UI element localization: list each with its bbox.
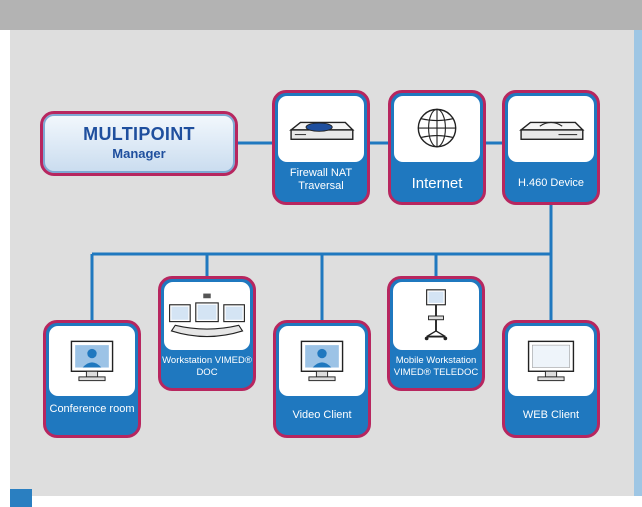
- right-accent-bar: [634, 30, 642, 496]
- node-firewall: Firewall NAT Traversal: [272, 90, 370, 205]
- node-mobile-workstation: Mobile Workstation VIMED® TELEDOC: [387, 276, 485, 391]
- node-internet: Internet: [388, 90, 486, 205]
- monitor-user-icon: [70, 340, 114, 382]
- globe-icon: [417, 108, 457, 148]
- node-conference-room: Conference room: [43, 320, 141, 438]
- node-workstation-label: Workstation VIMED® DOC: [162, 355, 252, 378]
- node-h460-label: H.460 Device: [517, 177, 585, 189]
- node-h460-device: H.460 Device: [502, 90, 600, 205]
- router-icon: [289, 121, 355, 140]
- corner-marker: [10, 489, 32, 507]
- manager-title: MULTIPOINT: [83, 124, 195, 144]
- node-conference-label: Conference room: [49, 403, 135, 415]
- node-web-client: WEB Client: [502, 320, 600, 438]
- node-workstation: Workstation VIMED® DOC: [158, 276, 256, 391]
- device-icon: [519, 121, 585, 140]
- monitor-user-icon: [300, 340, 344, 382]
- node-firewall-label: Firewall NAT Traversal: [289, 167, 353, 192]
- mobile-cart-icon: [424, 289, 448, 341]
- top-bar: [0, 0, 642, 30]
- node-internet-label: Internet: [411, 175, 463, 192]
- monitor-icon: [527, 340, 575, 382]
- multipoint-manager-box: MULTIPOINT Manager: [40, 111, 238, 176]
- node-mobile-workstation-label: Mobile Workstation VIMED® TELEDOC: [393, 355, 479, 378]
- node-video-client-label: Video Client: [292, 409, 352, 421]
- node-web-client-label: WEB Client: [522, 409, 580, 421]
- node-video-client: Video Client: [273, 320, 371, 438]
- manager-subtitle: Manager: [112, 146, 166, 161]
- workstation-icon: [169, 293, 245, 338]
